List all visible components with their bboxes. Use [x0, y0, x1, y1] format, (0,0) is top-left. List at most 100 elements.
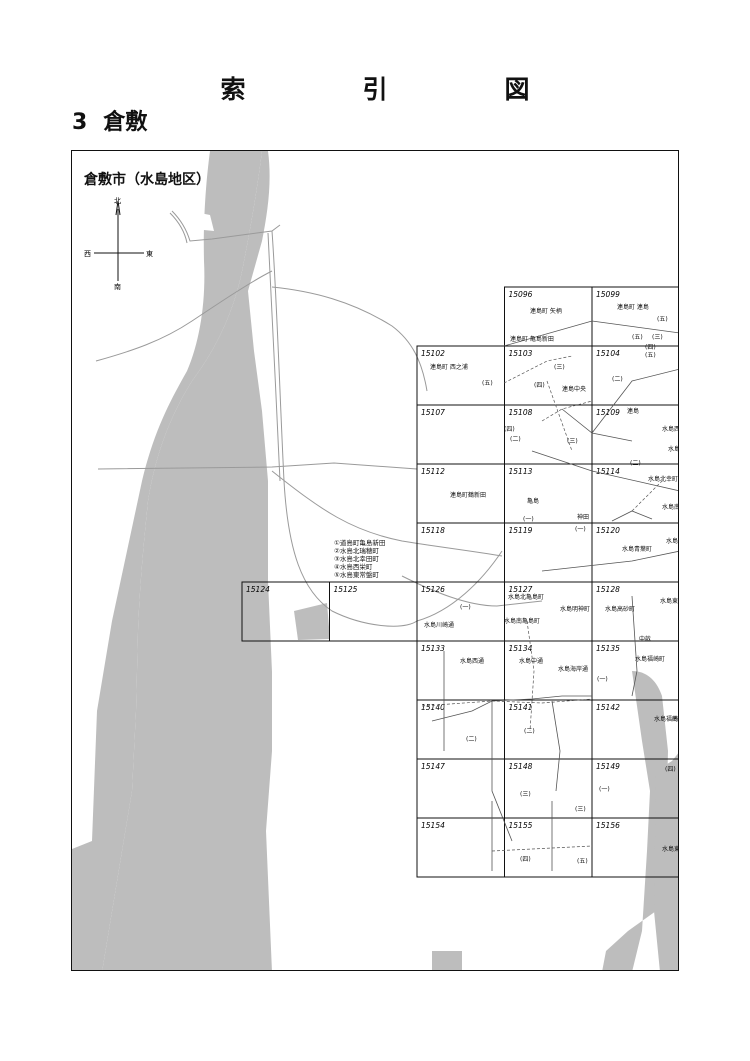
tile-number: 15113 — [509, 467, 533, 476]
legend-item: ④水島西栄町 — [334, 563, 373, 571]
subarea-mark: (四) — [504, 426, 515, 433]
compass-north: 北 — [114, 197, 121, 205]
section-name: 倉敷 — [103, 110, 148, 135]
tile-number: 15134 — [509, 644, 533, 653]
compass — [94, 200, 144, 281]
area-label: 水島川崎通 — [424, 621, 454, 629]
tile-number: 15099 — [596, 290, 620, 299]
subarea-mark: (五) — [577, 858, 588, 865]
area-label: 水島高砂町 — [605, 605, 635, 613]
tile-number: 15096 — [509, 290, 533, 299]
area-label: 水島南亀島町 — [504, 617, 540, 625]
tile-number: 15140 — [421, 703, 445, 712]
area-label: 水島福崎町 — [635, 655, 665, 663]
area-label: 水島明神町 — [560, 605, 590, 613]
area-label: 連島町 西之浦 — [430, 363, 468, 371]
tile-number: 15124 — [246, 585, 270, 594]
subarea-mark: (二) — [612, 376, 623, 383]
area-label: 水島西通 — [460, 657, 484, 665]
tile-number: 15127 — [509, 585, 533, 594]
subarea-mark: (五) — [482, 380, 493, 387]
tile-number: 15147 — [421, 762, 445, 771]
subarea-mark: (二) — [510, 436, 521, 443]
area-label: 水島中通 — [519, 657, 543, 665]
river-water-2 — [102, 151, 272, 970]
area-label: 連島町 矢柄 — [530, 307, 562, 315]
pier — [432, 951, 462, 970]
canal-water — [602, 671, 668, 970]
area-label: 連島中央 — [562, 385, 586, 393]
area-label: 南畝 — [672, 715, 679, 723]
area-label: 中畝 — [639, 635, 651, 643]
subarea-mark: (一) — [523, 516, 534, 523]
area-label: 亀島 — [527, 497, 539, 505]
tile-number: 15155 — [509, 821, 533, 830]
compass-south: 南 — [114, 282, 121, 291]
harbor-water — [294, 603, 330, 640]
area-label: 水島北幸町 — [648, 475, 678, 483]
subarea-mark: (一) — [575, 526, 586, 533]
tile-number: 15141 — [509, 703, 533, 712]
island-mouth — [190, 211, 214, 231]
tile-grid — [241, 286, 679, 878]
subarea-mark: (二) — [630, 460, 641, 467]
area-label: 水島青葉町 — [622, 545, 652, 553]
subarea-mark: (五) — [632, 334, 643, 341]
tile-number: 15149 — [596, 762, 620, 771]
tile-number: 15120 — [596, 526, 620, 535]
subarea-mark: (四) — [665, 766, 676, 773]
subarea-mark: (五) — [657, 316, 668, 323]
area-label: 水島北亀島町 — [508, 593, 544, 601]
boundary-lines — [431, 320, 678, 871]
tile-number: 15108 — [509, 408, 533, 417]
subarea-mark: (三) — [554, 364, 565, 371]
tile-number: 15154 — [421, 821, 445, 830]
area-label: 水島西常盤町 — [662, 425, 679, 433]
page-title: 索 引 図 — [220, 75, 576, 104]
area-label: 神田 — [577, 513, 589, 521]
area-label: 連島町 亀島新田 — [510, 335, 554, 343]
area-label: 水島東千鳥町 — [660, 597, 679, 605]
subarea-mark: (三) — [575, 806, 586, 813]
subarea-mark: (一) — [597, 676, 608, 683]
subarea-mark: (三) — [652, 334, 663, 341]
area-label: 水島南幸町 — [662, 503, 679, 511]
compass-east: 東 — [146, 249, 153, 258]
legend: ①道島町亀島新田 ②水島北瑞穂町 ③水島北幸田町 ④水島西栄町 ⑤水島東常盤町 — [334, 539, 385, 579]
area-label: 水島東常盤町 — [668, 445, 679, 453]
legend-item: ②水島北瑞穂町 — [334, 547, 379, 555]
map-title: 倉敷市（水島地区） — [84, 172, 210, 188]
compass-west: 西 — [84, 250, 91, 258]
subarea-mark: (二) — [466, 736, 477, 743]
subarea-mark: (四) — [520, 856, 531, 863]
tile-number: 15112 — [421, 467, 445, 476]
tile-number: 15119 — [509, 526, 533, 535]
tile-number: 15133 — [421, 644, 445, 653]
subarea-mark: (四) — [645, 344, 656, 351]
river-water — [72, 151, 262, 970]
tile-number: 15104 — [596, 349, 620, 358]
subarea-mark: (二) — [524, 728, 535, 735]
area-label: 水島東川町 — [662, 845, 679, 853]
subarea-mark: (一) — [599, 786, 610, 793]
tile-number: 15114 — [596, 467, 620, 476]
tile-number: 15107 — [421, 408, 445, 417]
area-label: 水島海岸通 — [558, 665, 588, 673]
legend-item: ③水島北幸田町 — [334, 555, 379, 563]
subarea-mark: (三) — [520, 791, 531, 798]
dashed-boundaries — [421, 355, 663, 852]
subarea-mark: (四) — [534, 382, 545, 389]
area-label: 連島町鶴新田 — [450, 491, 486, 499]
subarea-mark: (五) — [645, 352, 656, 359]
tile-number: 15103 — [509, 349, 533, 358]
subarea-mark: (三) — [567, 438, 578, 445]
map-tile[interactable] — [591, 817, 679, 878]
tile-number: 15148 — [509, 762, 533, 771]
tile-number: 15128 — [596, 585, 620, 594]
road-network — [95, 210, 543, 627]
